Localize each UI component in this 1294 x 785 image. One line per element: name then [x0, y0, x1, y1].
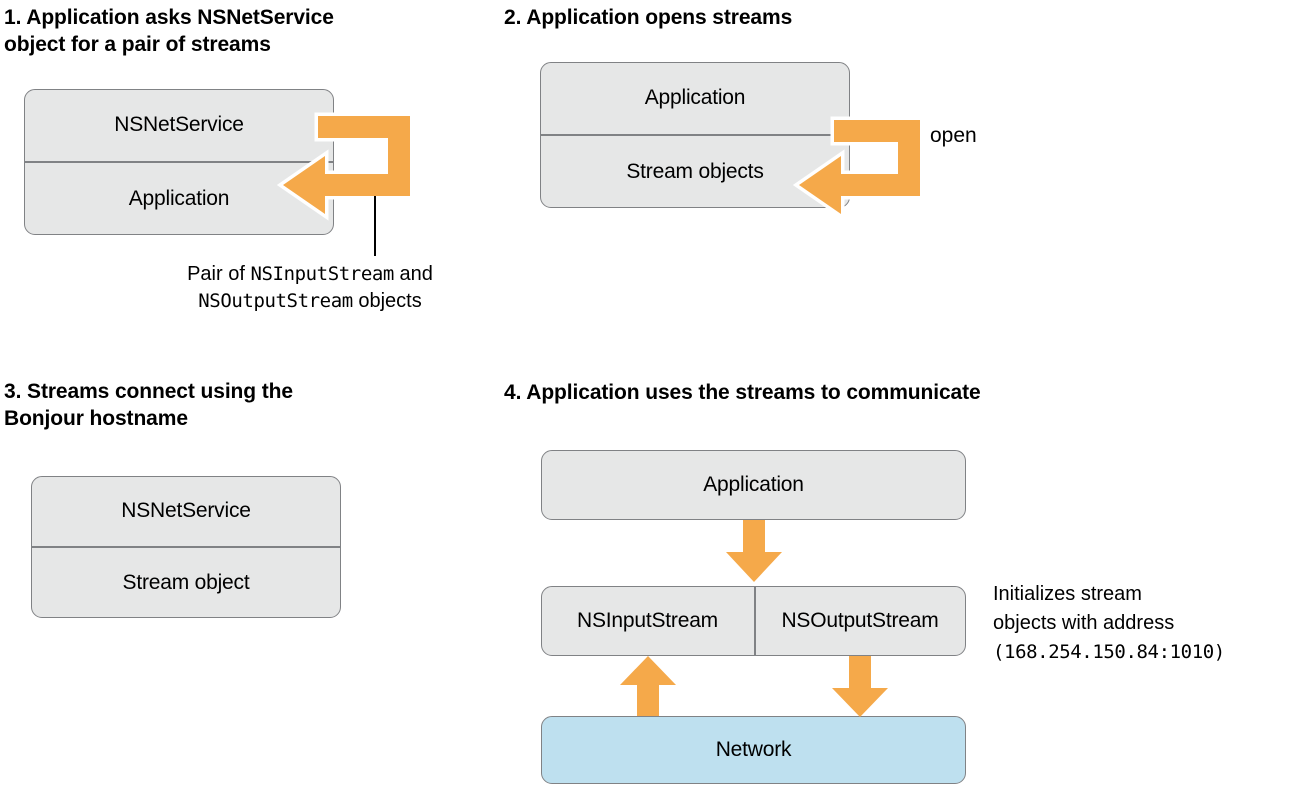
panel-2-open-label: open	[930, 124, 977, 147]
annotation-line-1: Initializes stream	[993, 583, 1142, 605]
annotation-address: (168.254.150.84:1010)	[993, 641, 1225, 663]
panel-1-row-application: Application	[128, 186, 230, 210]
panel-4-network-box	[541, 716, 966, 784]
caption-text-pre: Pair of	[187, 263, 251, 285]
panel-1-row-nsnetservice: NSNetService	[114, 113, 244, 136]
panel-4-nsoutputstream-label: NSOutputStream	[781, 609, 939, 632]
panel-1-leader-line	[374, 196, 376, 256]
panel-4-nsinputstream-label: NSInputStream	[577, 609, 718, 632]
caption-nsoutputstream: NSOutputStream	[198, 290, 353, 312]
panel-4-application-box	[541, 450, 966, 520]
caption-text-objects: objects	[352, 290, 422, 312]
arrow-network-to-input	[620, 656, 676, 716]
panel-4-streams-box	[541, 586, 966, 656]
panel-4-heading: 4. Application uses the streams to commu…	[504, 381, 981, 404]
panel-2-heading: 2. Application opens streams	[504, 6, 793, 29]
arrow-app-to-streams	[726, 520, 782, 582]
panel-3-row-nsnetservice: NSNetService	[121, 499, 251, 522]
panel-2-box-divider	[541, 134, 849, 136]
panel-3-box-divider	[32, 546, 340, 548]
arrow-output-to-network	[832, 656, 888, 717]
annotation-line-2: objects with address	[993, 612, 1175, 634]
panel-3-row-stream-object: Stream object	[122, 570, 250, 594]
caption-nsinputstream: NSInputStream	[250, 263, 394, 285]
panel-1-box-divider	[25, 161, 333, 163]
panel-2-row-stream-objects: Stream objects	[626, 159, 764, 183]
panel-4-application-label: Application	[703, 473, 804, 496]
panel-4-streams-divider	[754, 587, 756, 655]
caption-text-and: and	[393, 263, 433, 285]
panel-1-caption: Pair of NSInputStream and NSOutputStream…	[110, 261, 510, 315]
panel-1-heading: 1. Application asks NSNetService object …	[4, 6, 334, 56]
panel-4-network-label: Network	[715, 738, 792, 761]
panel-3-heading: 3. Streams connect using the Bonjour hos…	[4, 380, 293, 430]
panel-2-row-application: Application	[644, 86, 746, 109]
panel-4-annotation: Initializes stream objects with address …	[993, 580, 1293, 667]
